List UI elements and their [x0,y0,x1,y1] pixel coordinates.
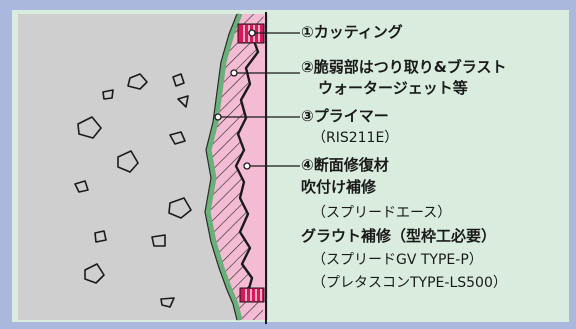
label-spray-product: （スプリードエース） [312,205,452,221]
label-primer-product: （RIS211E） [312,130,399,146]
label-primer: ③プライマー [301,107,389,125]
aggregate-stone [127,73,148,90]
label-water-jet: ウォータージェット等 [318,79,468,97]
aggregate-stone [168,197,192,219]
aggregate-stone [172,73,185,87]
aggregate-stone [177,95,189,108]
label-grout-product-1: （スプリードGV TYPE-P） [312,252,483,268]
aggregate-stone [151,234,166,247]
aggregate-stone [74,180,89,193]
label-section-repair: ④断面修復材 [301,156,389,174]
aggregate-stone [117,150,139,173]
cutting-block-bottom [239,287,265,303]
aggregate-stone [160,297,175,308]
label-grout-product-2: （プレタスコンTYPE-LS500） [312,275,507,291]
aggregate-stone [94,230,107,243]
aggregate-stone [77,116,102,139]
leader-lines [214,29,300,170]
primer-outline [204,13,238,321]
aggregate-stones [74,73,192,308]
aggregate-stone [84,263,105,284]
aggregate-stone [169,131,186,145]
primer-layer [205,13,243,321]
label-spray-repair: 吹付け補修 [301,178,377,196]
label-chipping-blast: ②脆弱部はつり取り&ブラスト [301,58,507,76]
aggregate-stone [102,89,114,100]
label-cutting: ①カッティング [301,23,403,41]
chipped-outline [234,25,265,302]
label-grout-repair: グラウト補修（型枠工必要） [301,227,497,245]
